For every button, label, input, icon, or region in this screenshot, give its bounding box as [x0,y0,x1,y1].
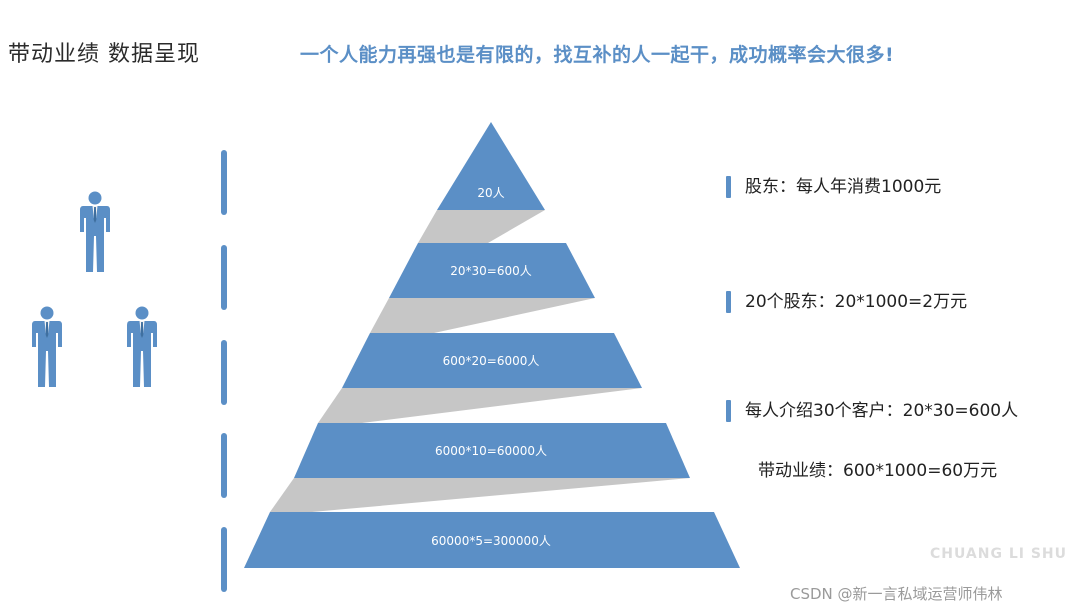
page-title: 带动业绩 数据呈现 [8,42,200,67]
note-marker [726,400,731,422]
pyramid-level-1 [437,122,545,210]
pyramid-level-label: 20*30=600人 [450,264,532,278]
pyramid-level-4 [294,423,690,478]
note-text: 股东：每人年消费1000元 [745,177,942,197]
divider-segment [221,340,227,405]
pyramid-level-label: 60000*5=300000人 [431,534,551,548]
pyramid-level-3 [342,333,642,388]
note-text: 带动业绩：600*1000=60万元 [758,461,998,481]
pyramid-level-2 [389,243,595,298]
person-icon [32,306,62,387]
person-icon [127,306,157,387]
pyramid-level-label: 6000*10=60000人 [435,444,547,458]
note-item: 带动业绩：600*1000=60万元 [758,456,997,481]
watermark-text: CSDN @新一言私域运营师伟林 [790,585,1003,603]
pyramid-connector [318,388,642,423]
divider-segment [221,150,227,215]
note-text: 每人介绍30个客户：20*30=600人 [745,401,1019,421]
note-text: 20个股东：20*1000=2万元 [745,292,968,312]
divider-segment [221,527,227,592]
person-icon [80,191,110,272]
divider-segment [221,245,227,310]
divider-segment [221,433,227,498]
pyramid-connector [418,210,545,243]
pyramid-level-5 [244,512,740,568]
page-subtitle: 一个人能力再强也是有限的，找互补的人一起干，成功概率会大很多! [300,44,895,66]
note-marker [726,291,731,313]
watermark-brand: CHUANG LI SHU [930,546,1068,562]
pyramid-level-label: 20人 [477,186,504,200]
pyramid-level-label: 600*20=6000人 [443,354,540,368]
note-item: 每人介绍30个客户：20*30=600人 [726,396,1018,422]
note-item: 股东：每人年消费1000元 [726,172,941,198]
pyramid-connector [370,298,595,333]
note-marker [726,176,731,198]
note-item: 20个股东：20*1000=2万元 [726,287,967,313]
pyramid-connector [270,478,690,512]
